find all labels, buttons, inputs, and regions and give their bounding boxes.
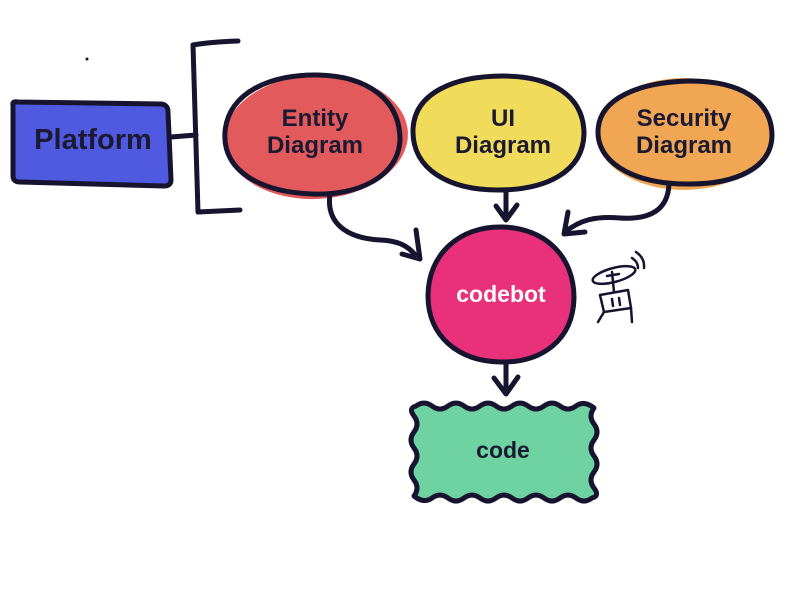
entity-to-codebot-arrow [326,191,421,261]
ui-node[interactable] [410,73,587,193]
robot-icon [591,250,646,324]
entity-fill [224,74,408,200]
ui-arrowhead [493,202,520,223]
codebot-node[interactable] [425,224,577,365]
entity-label-line1: Entity [281,105,349,132]
security-fill [596,78,772,190]
codebot-label: codebot [456,281,546,307]
code-arrowhead [491,374,521,397]
ui-label: UI Diagram [418,105,588,160]
security-arrowhead [561,209,588,237]
security-node[interactable] [595,78,775,187]
entity-node[interactable] [222,72,403,197]
platform-label: Platform [34,124,152,156]
entity-label-line2: Diagram [266,131,364,159]
code-node[interactable] [408,400,600,504]
ui-label-line1: UI [491,105,515,132]
ui-label-line2: Diagram [454,131,552,159]
code-label: code [476,437,530,463]
platform-box[interactable] [10,99,174,189]
security-label-line2: Diagram [635,131,733,159]
stray-dot [85,57,89,61]
security-to-codebot-arrow [562,181,672,235]
entity-arrowhead [399,227,423,262]
platform-connector [168,132,199,140]
group-bracket [190,38,243,215]
security-label: Security Diagram [600,105,768,160]
security-label-line1: Security [636,105,732,132]
entity-label: Entity Diagram [232,105,398,160]
